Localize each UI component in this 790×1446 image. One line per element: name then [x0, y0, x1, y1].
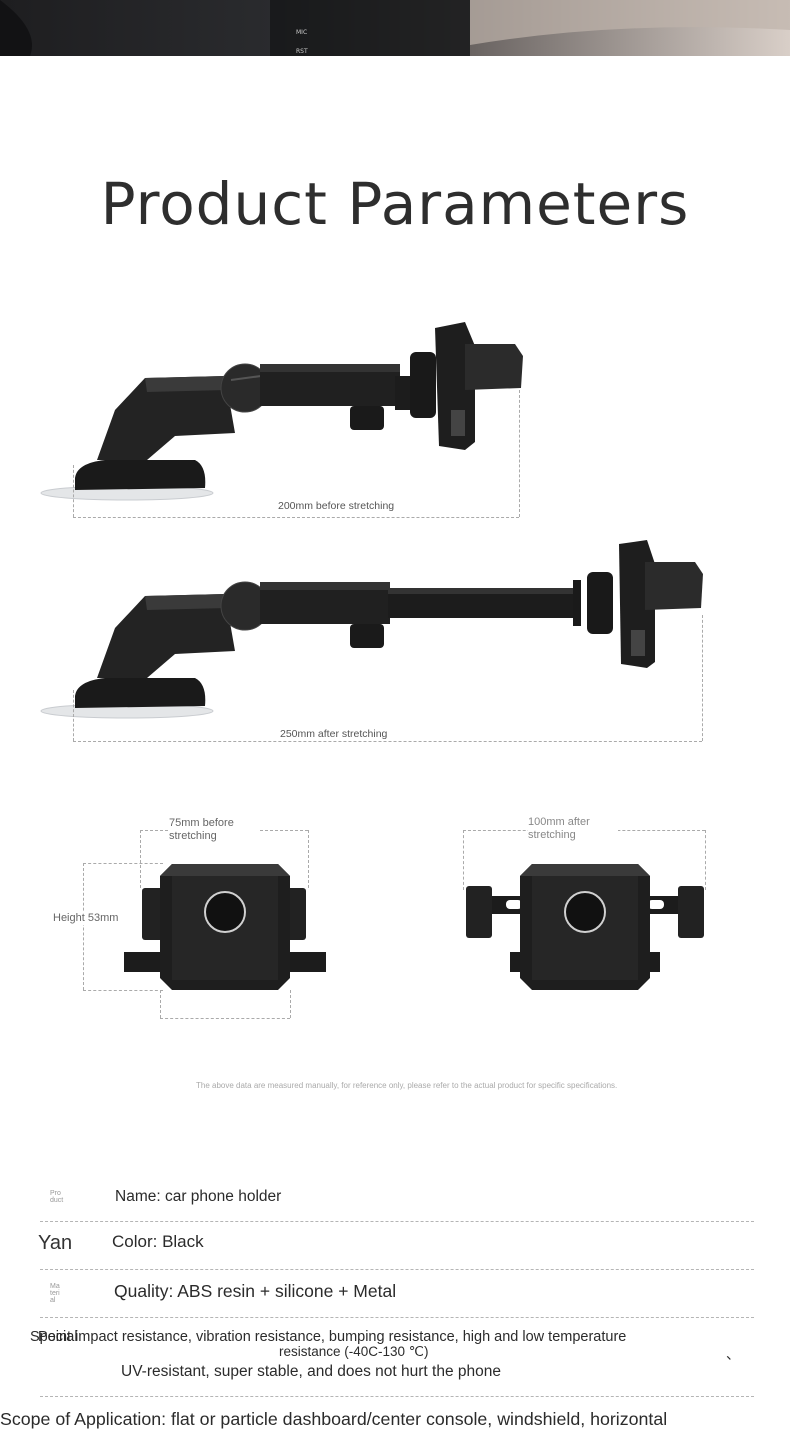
row-divider: [40, 1269, 754, 1270]
holder-side-view-short: [40, 322, 523, 501]
dim-line-bottom: [73, 517, 519, 518]
clamp-closed-graphic: [124, 864, 326, 990]
length-before-label: 200mm before stretching: [275, 500, 398, 512]
length-after-label: 250mm after stretching: [277, 728, 391, 740]
holder-before-stretch-illustration: [35, 318, 535, 523]
dim-line-right-2: [702, 615, 703, 741]
measurement-note: The above data are measured manually, fo…: [196, 1081, 618, 1090]
hero-mic-label: MIC: [296, 29, 307, 36]
param-special-line3: UV-resistant, super stable, and does not…: [121, 1363, 501, 1380]
holder-after-stretch-illustration: [35, 536, 715, 726]
material-side-label: Material: [50, 1283, 60, 1304]
dim-line-bottom-2: [73, 741, 702, 742]
width-after-label: 100mm after stretching: [528, 816, 618, 842]
dim-line-left-2: [73, 690, 74, 741]
color-side-label: Yan: [38, 1232, 73, 1254]
clamp-open-graphic: [466, 864, 704, 990]
param-quality: Quality: ABS resin + silicone + Metal: [114, 1281, 397, 1301]
clamp-dim-bl: [160, 990, 161, 1018]
height-dim-bottom: [83, 990, 163, 991]
param-color: Color: Black: [112, 1232, 204, 1251]
clamp-dim-br: [290, 990, 291, 1018]
param-special-line1: Point impact resistance, vibration resis…: [38, 1329, 627, 1345]
holder-side-view-long: [40, 540, 703, 719]
width-after-dim-right: [705, 830, 706, 890]
hero-car-interior-image: MIC RST: [0, 0, 790, 56]
height-label: Height 53mm: [51, 912, 121, 925]
param-scope: Scope of Application: flat or particle d…: [0, 1409, 668, 1429]
clamp-front-after: [462, 860, 708, 994]
width-before-label: 75mm before stretching: [169, 817, 259, 843]
row-divider: [40, 1396, 754, 1397]
width-before-dim-right: [308, 830, 309, 888]
car-interior-graphic: MIC RST: [0, 0, 790, 56]
special-side-label: Special: [30, 1329, 78, 1345]
width-after-dim-left: [463, 830, 464, 890]
height-dim-left: [83, 863, 84, 990]
page-title: Product Parameters: [100, 170, 690, 238]
width-before-dim-left: [140, 830, 141, 888]
clamp-front-before: [120, 860, 332, 994]
param-special-line2: resistance (-40C-130 ℃): [279, 1344, 429, 1359]
row-divider: [40, 1317, 754, 1318]
param-name: Name: car phone holder: [115, 1188, 282, 1205]
dim-line-right: [519, 390, 520, 517]
hero-rst-label: RST: [296, 48, 308, 55]
param-special-mark: 、: [726, 1346, 740, 1362]
row-divider: [40, 1221, 754, 1222]
name-side-label: Product: [50, 1190, 64, 1204]
height-dim-top: [83, 863, 163, 864]
dim-line-left: [73, 465, 74, 517]
clamp-dim-bottom: [160, 1018, 290, 1019]
